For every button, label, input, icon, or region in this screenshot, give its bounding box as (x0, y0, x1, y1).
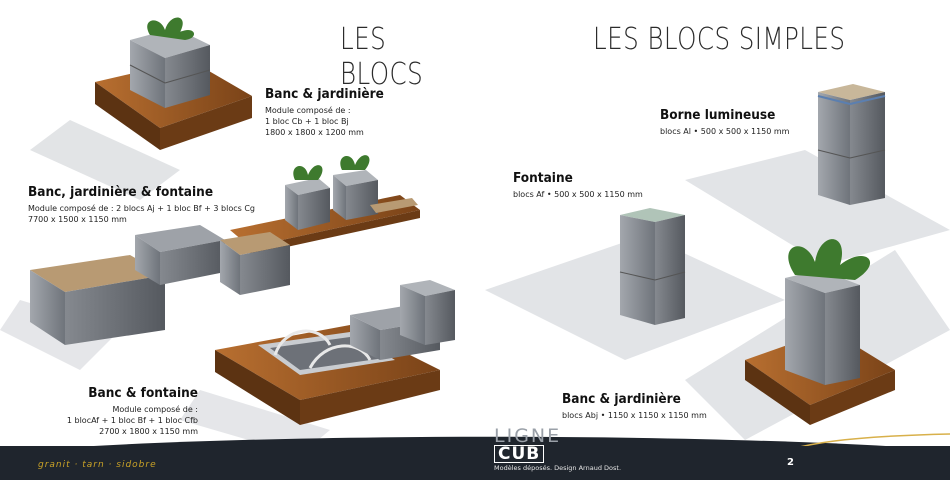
left-page: LES BLOCS Banc & jardinière Module compo… (0, 17, 455, 455)
item-title: Fontaine (513, 170, 573, 186)
item-title: Borne lumineuse (660, 107, 776, 123)
left-illustrations (0, 17, 455, 455)
item-banc-jardiniere: Banc & jardinière Module composé de : 1 … (265, 86, 397, 138)
logo-ligne: LIGNE (494, 425, 562, 447)
item-line: 1800 x 1800 x 1200 mm (265, 128, 364, 137)
item-line: blocs Al • 500 x 500 x 1150 mm (660, 127, 790, 136)
item-line: Module composé de : (112, 405, 198, 414)
page-heading: LES BLOCS (340, 22, 424, 92)
item-line: 7700 x 1500 x 1150 mm (28, 215, 127, 224)
banc-jardiniere-illustration (95, 17, 252, 150)
item-line: 2700 x 1800 x 1150 mm (99, 427, 198, 436)
footer-bar (0, 446, 950, 480)
item-title: Banc & jardinière (562, 391, 681, 407)
logo-cub: CUB (494, 445, 545, 463)
item-line: Module composé de : 2 blocs Aj + 1 bloc … (28, 204, 255, 213)
brand-tag: granit · tarn · sidobre (38, 460, 157, 470)
item-title: Banc, jardinière & fontaine (28, 184, 214, 200)
page-number: 2 (787, 457, 794, 468)
item-title: Banc & jardinière (265, 86, 384, 102)
page-heading: LES BLOCS SIMPLES (593, 22, 846, 57)
right-illustrations (485, 84, 950, 440)
banc-jardiniere-fontaine-illustration (30, 155, 420, 345)
item-title: Banc & fontaine (88, 385, 198, 401)
right-page: LES BLOCS SIMPLES Borne lumineuse blocs … (475, 0, 950, 480)
item-line: Module composé de : (265, 106, 351, 115)
item-line: 1 bloc Cb + 1 bloc Bj (265, 117, 349, 126)
item-banc-jardiniere-fontaine: Banc, jardinière & fontaine Module compo… (28, 184, 255, 225)
item-banc-fontaine: Banc & fontaine Module composé de : 1 bl… (55, 385, 198, 437)
borne-lumineuse-illustration (817, 84, 886, 205)
item-banc-jardiniere-simple: Banc & jardinière blocs Abj • 1150 x 115… (562, 391, 707, 421)
legal-note: Modèles déposés. Design Arnaud Dost. (494, 464, 622, 472)
item-borne-lumineuse: Borne lumineuse blocs Al • 500 x 500 x 1… (660, 107, 789, 137)
banc-fontaine-illustration (215, 280, 455, 425)
item-fontaine: Fontaine blocs Af • 500 x 500 x 1150 mm (513, 170, 643, 200)
item-line: blocs Af • 500 x 500 x 1150 mm (513, 190, 643, 199)
item-line: 1 blocAf + 1 bloc Bf + 1 bloc Cfb (66, 416, 198, 425)
item-line: blocs Abj • 1150 x 1150 x 1150 mm (562, 411, 707, 420)
banc-jardiniere-simple-illustration (745, 239, 895, 425)
fontaine-illustration (619, 208, 686, 325)
